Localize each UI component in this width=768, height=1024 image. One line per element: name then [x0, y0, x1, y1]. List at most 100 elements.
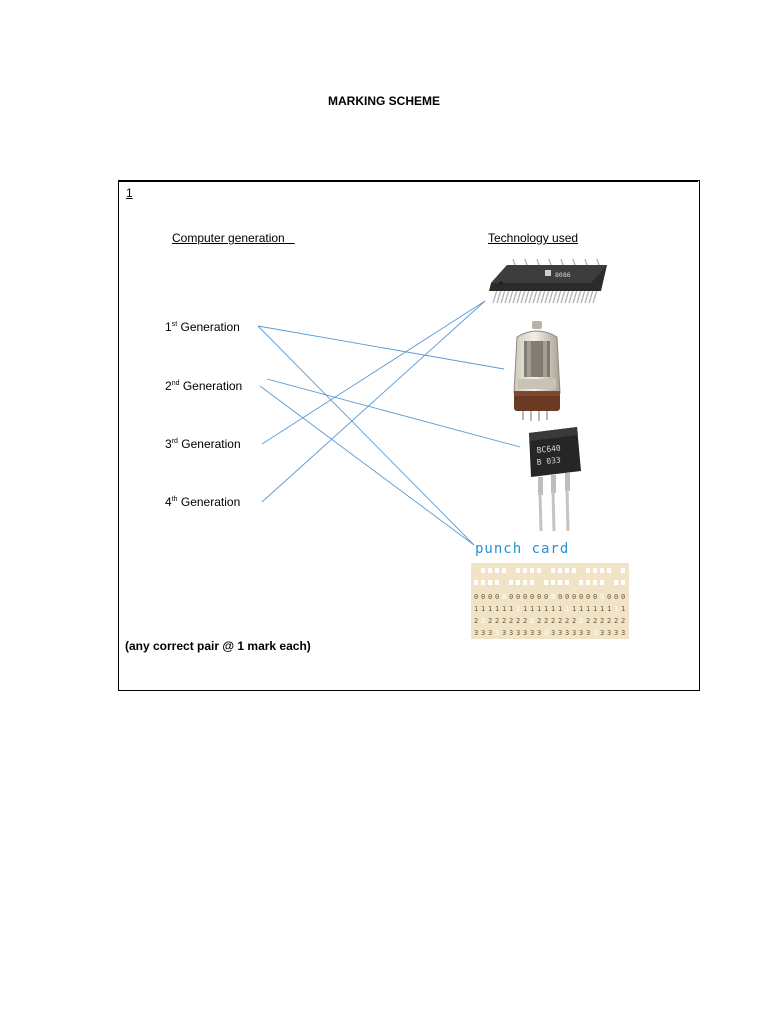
punch-digit: 0 [600, 593, 604, 601]
punch-digit: 0 [495, 593, 499, 601]
punch-hole [481, 568, 485, 573]
transistor-icon[interactable]: BC640 B 033 [515, 427, 585, 533]
punch-digit: 0 [502, 593, 506, 601]
punch-hole [621, 568, 625, 573]
punch-hole [523, 580, 527, 585]
punch-digit: 1 [474, 605, 478, 613]
punch-digit: 2 [474, 617, 478, 625]
punch-digit: 0 [530, 593, 534, 601]
question-number: 1 [126, 186, 133, 200]
punch-digit: 2 [495, 617, 499, 625]
punch-digit: 2 [481, 617, 485, 625]
punch-hole [530, 568, 534, 573]
punch-hole [488, 580, 492, 585]
punch-hole [502, 568, 506, 573]
punch-hole [614, 580, 618, 585]
punch-digit: 0 [509, 593, 513, 601]
punch-digit: 3 [593, 629, 597, 637]
column-heading-technology: Technology used [488, 231, 579, 245]
punch-hole [558, 580, 562, 585]
matching-lines [257, 300, 521, 546]
punch-digit: 2 [558, 617, 562, 625]
column-heading-generation: Computer generation [172, 231, 285, 245]
punch-digit: 1 [502, 605, 506, 613]
punch-digit: 2 [488, 617, 492, 625]
punch-hole [551, 568, 555, 573]
punch-digit: 2 [586, 617, 590, 625]
line-gen1-to-vacuum-tube [257, 325, 505, 370]
punch-digit: 2 [593, 617, 597, 625]
punch-digit: 2 [600, 617, 604, 625]
line-gen2-to-punch-card [259, 385, 475, 546]
punch-hole [516, 580, 520, 585]
punch-digit: 3 [502, 629, 506, 637]
punch-digit: 1 [614, 605, 618, 613]
punch-digit: 0 [593, 593, 597, 601]
punch-digit: 0 [614, 593, 618, 601]
vacuum-tube-icon[interactable] [503, 319, 571, 423]
punch-hole [621, 580, 625, 585]
ic-chip-icon[interactable]: 8086 [487, 257, 611, 307]
punch-hole [558, 568, 562, 573]
punch-digit: 0 [572, 593, 576, 601]
punch-digit: 3 [530, 629, 534, 637]
punch-digit: 0 [474, 593, 478, 601]
punch-digit: 1 [621, 605, 625, 613]
punch-digit: 3 [488, 629, 492, 637]
punch-digit: 2 [579, 617, 583, 625]
punch-digit: 2 [502, 617, 506, 625]
punch-hole [509, 580, 513, 585]
punch-hole [474, 580, 478, 585]
box-top-rule [118, 180, 698, 182]
punch-digit: 2 [572, 617, 576, 625]
punch-digit: 0 [537, 593, 541, 601]
line-gen3-to-ic-chip [261, 300, 486, 445]
marking-note: (any correct pair @ 1 mark each) [125, 639, 311, 653]
punch-digit: 2 [516, 617, 520, 625]
punch-digit: 3 [565, 629, 569, 637]
punch-digit: 3 [558, 629, 562, 637]
punch-digit: 1 [523, 605, 527, 613]
punch-digit: 3 [600, 629, 604, 637]
punch-hole [572, 568, 576, 573]
punch-digit: 1 [516, 605, 520, 613]
line-gen2-to-transistor [266, 378, 521, 448]
punch-hole [586, 580, 590, 585]
transistor-marking-1: BC640 [536, 444, 561, 455]
punch-digit: 3 [495, 629, 499, 637]
punch-digit: 2 [621, 617, 625, 625]
punch-hole [537, 568, 541, 573]
punch-digit: 1 [551, 605, 555, 613]
punch-digit: 1 [572, 605, 576, 613]
punch-hole [530, 580, 534, 585]
punch-digit: 0 [586, 593, 590, 601]
punch-digit: 0 [565, 593, 569, 601]
generation-3[interactable]: 3rd Generation [165, 437, 241, 451]
generation-1[interactable]: 1st Generation [165, 320, 240, 334]
punch-digit: 1 [495, 605, 499, 613]
punch-digit: 3 [551, 629, 555, 637]
punch-digit: 1 [537, 605, 541, 613]
generation-4[interactable]: 4th Generation [165, 495, 241, 509]
punch-hole [495, 580, 499, 585]
punch-digit: 0 [516, 593, 520, 601]
punch-hole [600, 580, 604, 585]
punch-digit: 1 [565, 605, 569, 613]
line-gen1-to-punch-card [257, 325, 475, 546]
generation-2[interactable]: 2nd Generation [165, 379, 243, 393]
punch-digit: 0 [488, 593, 492, 601]
punch-hole [565, 580, 569, 585]
punch-digit: 3 [474, 629, 478, 637]
punch-digit: 1 [544, 605, 548, 613]
punch-hole [607, 568, 611, 573]
punch-digit: 2 [509, 617, 513, 625]
punch-digit: 3 [537, 629, 541, 637]
punch-hole [565, 568, 569, 573]
punch-digit: 3 [572, 629, 576, 637]
punch-digit: 2 [523, 617, 527, 625]
punch-digit: 1 [607, 605, 611, 613]
punch-digit: 0 [621, 593, 625, 601]
punch-digit: 1 [488, 605, 492, 613]
